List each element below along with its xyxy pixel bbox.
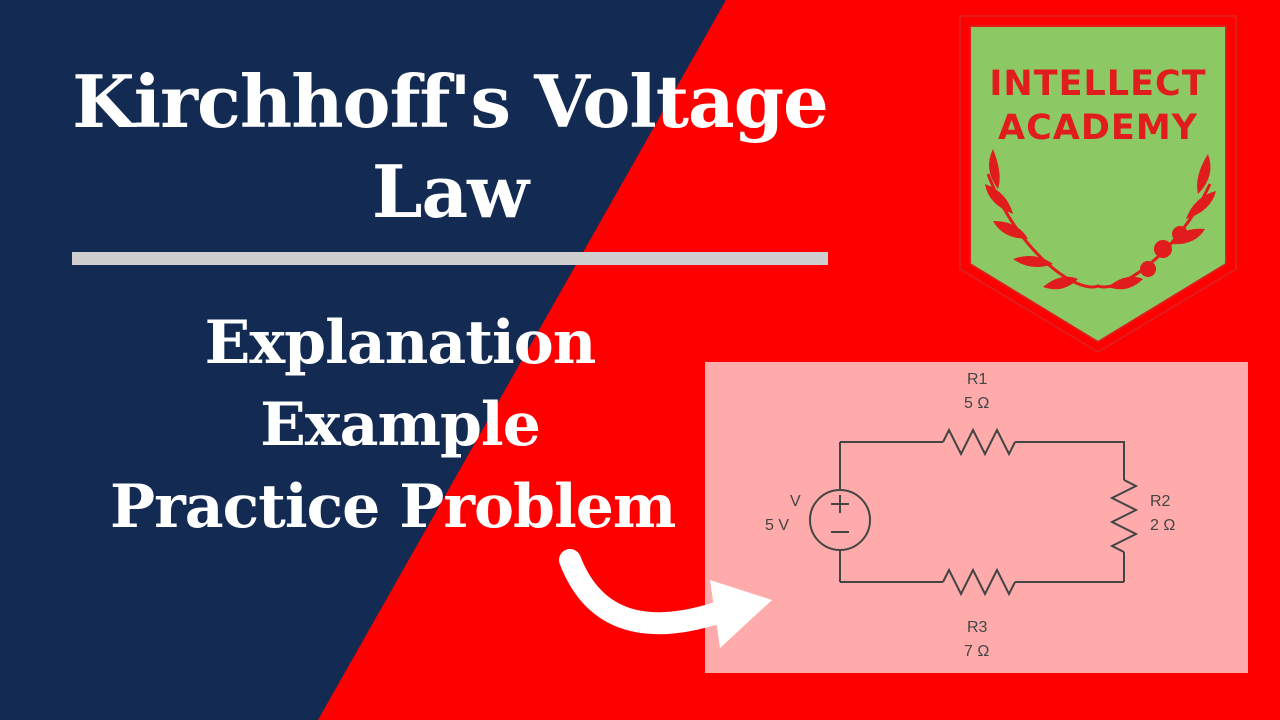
topic-example: Example (260, 390, 541, 460)
topic-explanation: Explanation (204, 308, 597, 378)
r2-value-label: 2 Ω (1150, 517, 1176, 534)
title-line-1: Kirchhoff's Voltage (72, 59, 829, 144)
topic-practice-problem: Practice Problem (110, 472, 676, 542)
circuit-panel (705, 362, 1248, 673)
title-line-2: Law (371, 149, 529, 234)
wire-top-right (1015, 441, 1125, 480)
voltage-source-symbol (809, 489, 871, 551)
curved-arrow-icon (559, 549, 772, 648)
r1-name-label: R1 (967, 371, 988, 388)
r1-value-label: 5 Ω (964, 395, 990, 412)
resistor-r3-zigzag (942, 567, 1016, 597)
resistor-r1-zigzag (942, 427, 1016, 457)
r2-name-label: R2 (1150, 493, 1171, 510)
r3-value-label: 7 Ω (964, 643, 990, 660)
r3-name-label: R3 (967, 619, 988, 636)
divider (72, 252, 828, 265)
circuit-diagram (809, 427, 1139, 597)
source-name-label: V (790, 493, 801, 510)
logo-text-intellect: INTELLECT (989, 64, 1207, 104)
academy-logo-shield (959, 15, 1237, 354)
resistor-r2-zigzag (1109, 479, 1139, 553)
source-value-label: 5 V (765, 517, 790, 534)
logo-text-academy: ACADEMY (998, 108, 1198, 148)
